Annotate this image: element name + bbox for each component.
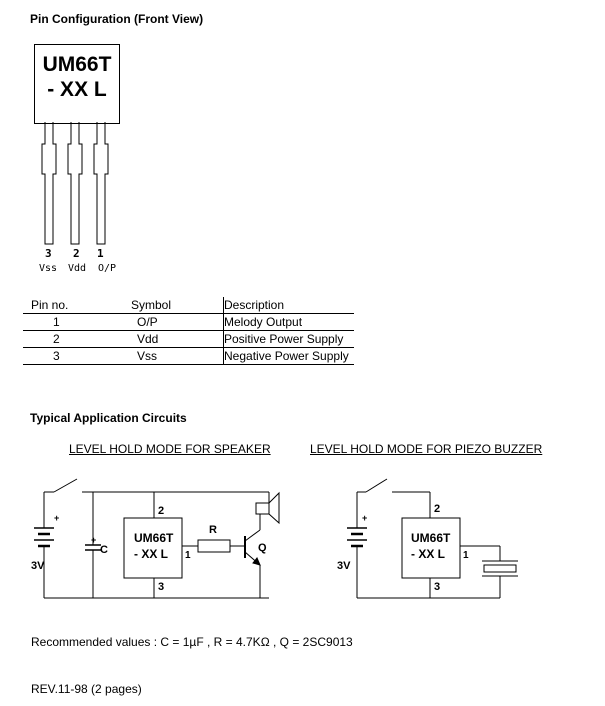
piezo-circuit: + 3V 2 UM66T - XX L 1 3 — [337, 478, 518, 599]
cell-symbol: Vss — [137, 349, 158, 363]
capacitor-label: C — [100, 544, 108, 556]
battery-plus: + — [54, 513, 59, 523]
cell-description: Negative Power Supply — [223, 347, 354, 365]
ic-line-2: - XX L — [134, 547, 168, 561]
battery-plus: + — [362, 513, 367, 523]
ic-pin-1: 1 — [463, 550, 469, 561]
application-title: Typical Application Circuits — [30, 411, 187, 425]
pin-name-vss: Vss — [39, 263, 58, 274]
recommended-values: Recommended values : C = 1µF , R = 4.7KΩ… — [31, 635, 353, 649]
ic-line-1: UM66T — [134, 531, 174, 545]
table-row: 3 Vss Negative Power Supply — [23, 347, 354, 365]
pin-number-2: 2 — [73, 247, 80, 260]
table-row: 1 O/P Melody Output — [23, 313, 354, 331]
piezo-caption: LEVEL HOLD MODE FOR PIEZO BUZZER — [310, 442, 543, 456]
ic-pin-2: 2 — [434, 503, 440, 515]
ic-line-1: UM66T — [411, 531, 451, 545]
pin-config-title: Pin Configuration (Front View) — [30, 12, 204, 26]
pin-name-op: O/P — [98, 263, 117, 274]
chip-line-2: - XX L — [47, 78, 107, 101]
chip-leads — [41, 122, 109, 245]
speaker-caption: LEVEL HOLD MODE FOR SPEAKER — [69, 442, 271, 456]
chip-package: UM66T - XX L — [34, 44, 120, 124]
battery-voltage: 3V — [31, 560, 45, 572]
ic-pin-2: 2 — [158, 505, 164, 517]
table-header-row: Pin no. Symbol Description — [23, 297, 354, 314]
table-row: 2 Vdd Positive Power Supply — [23, 330, 354, 348]
ic-line-2: - XX L — [411, 547, 445, 561]
pin-table: Pin no. Symbol Description 1 O/P Melody … — [23, 297, 354, 365]
transistor-label: Q — [258, 542, 267, 554]
cell-description: Melody Output — [223, 313, 354, 331]
cell-description: Positive Power Supply — [223, 330, 354, 348]
cell-pin: 1 — [53, 315, 60, 329]
resistor-label: R — [209, 524, 217, 536]
header-description: Description — [223, 297, 354, 314]
pin-number-1: 1 — [97, 247, 104, 260]
cell-pin: 3 — [53, 349, 60, 363]
speaker-circuit: + 3V + C 2 UM66T - XX L 1 3 R Q — [31, 478, 280, 599]
cell-symbol: O/P — [137, 315, 158, 329]
cap-plus: + — [91, 535, 96, 545]
chip-line-1: UM66T — [42, 53, 112, 76]
ic-pin-3: 3 — [158, 581, 164, 593]
revision: REV.11-98 (2 pages) — [31, 682, 142, 696]
switch — [53, 478, 78, 493]
ic-pin-1: 1 — [185, 550, 191, 561]
battery-voltage: 3V — [337, 560, 351, 572]
cell-pin: 2 — [53, 332, 60, 346]
header-pin-no: Pin no. — [31, 298, 69, 312]
ic-pin-3: 3 — [434, 581, 440, 593]
header-symbol: Symbol — [131, 298, 172, 312]
switch — [365, 478, 388, 493]
pin-number-3: 3 — [45, 247, 52, 260]
cell-symbol: Vdd — [137, 332, 159, 346]
pin-name-vdd: Vdd — [68, 263, 87, 274]
